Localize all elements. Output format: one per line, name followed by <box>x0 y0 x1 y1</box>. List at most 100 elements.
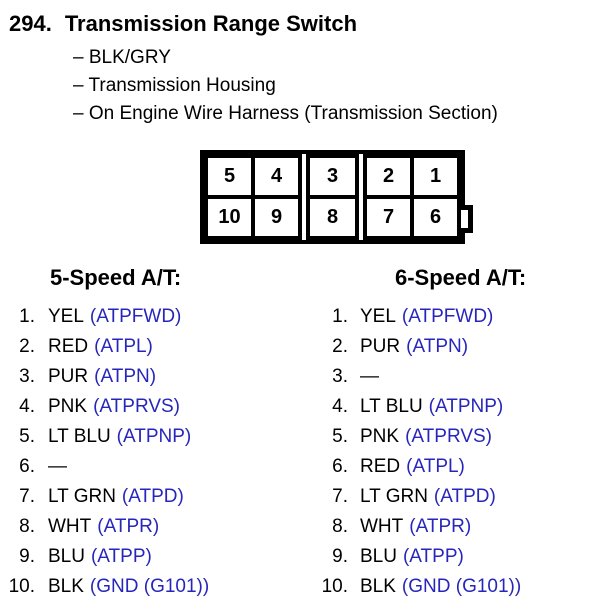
pin-number: 3. <box>19 366 35 387</box>
pin-number: 3. <box>332 366 348 387</box>
signal-name: (ATPN) <box>406 336 469 357</box>
pin-number: 8. <box>332 516 348 537</box>
pin-row: 5. PNK(ATPRVS) <box>303 422 606 452</box>
connector-pin-10: 10 <box>208 199 251 236</box>
pin-number: 10. <box>321 576 348 597</box>
pin-row: 6. RED(ATPL) <box>303 452 606 482</box>
wire-color: BLU <box>360 546 397 567</box>
heading-5-speed: 5-Speed A/T: <box>50 265 182 290</box>
wire-color: YEL <box>48 306 84 327</box>
connector-pin-4: 4 <box>255 158 298 195</box>
pin-number: 10. <box>8 576 35 597</box>
pin-list-6-speed: 1.YEL(ATPFWD) 2.PUR(ATPN) 3.— 4.LT BLU(A… <box>303 302 606 602</box>
pin-row: 9.BLU(ATPP) <box>0 542 303 572</box>
pin-row: 2.RED(ATPL) <box>0 332 303 362</box>
signal-name: (ATPL) <box>94 336 153 357</box>
connector-pin-7: 7 <box>367 199 410 236</box>
pin-number: 4. <box>332 396 348 417</box>
connector-key-tab <box>461 205 473 233</box>
pin-row: 3. — <box>303 362 606 392</box>
pin-number: 7. <box>19 486 35 507</box>
pin-row: 8. WHT(ATPR) <box>0 512 303 542</box>
signal-name: (ATPRVS) <box>405 426 492 447</box>
wire-color: LT BLU <box>48 426 111 447</box>
pin-lists: 1.YEL(ATPFWD) 2.RED(ATPL) 3.PUR(ATPN) 4.… <box>0 302 606 602</box>
signal-name: (ATPRVS) <box>93 396 180 417</box>
signal-name: (ATPFWD) <box>401 306 494 327</box>
connector-group-left: 5 4 10 9 <box>204 154 302 240</box>
bullet-list: – BLK/GRY – Transmission Housing – On En… <box>0 44 606 128</box>
signal-name: (ATPNP) <box>428 396 504 417</box>
wire-color: — <box>360 366 379 387</box>
heading-6-speed-wrap: 6-Speed A/T: <box>303 266 606 290</box>
pin-number: 1. <box>19 306 35 327</box>
pin-row: 10.BLK(GND (G101)) <box>303 572 606 602</box>
connector-pin-6: 6 <box>414 199 457 236</box>
wire-color: BLK <box>48 576 84 597</box>
wire-color: PUR <box>360 336 401 357</box>
bullet-harness: – On Engine Wire Harness (Transmission S… <box>73 103 498 124</box>
wire-color: — <box>48 456 67 477</box>
signal-name: (ATPD) <box>433 486 496 507</box>
item-number: 294. <box>9 11 52 36</box>
pin-number: 5. <box>332 426 348 447</box>
pin-number: 6. <box>19 456 35 477</box>
connector-pin-2: 2 <box>367 158 410 195</box>
pin-number: 5. <box>19 426 35 447</box>
wire-color: PNK <box>360 426 400 447</box>
pin-row: 7. LT GRN(ATPD) <box>303 482 606 512</box>
wire-color: PUR <box>48 366 89 387</box>
connector-pin-5: 5 <box>208 158 251 195</box>
connector-pin-3: 3 <box>310 158 355 195</box>
pin-number: 1. <box>332 306 348 327</box>
pin-row: 8.WHT(ATPR) <box>303 512 606 542</box>
signal-name: (ATPP) <box>402 546 464 567</box>
connector-pin-8: 8 <box>310 199 355 236</box>
pin-row: 9. BLU(ATPP) <box>303 542 606 572</box>
pin-list-5-speed: 1.YEL(ATPFWD) 2.RED(ATPL) 3.PUR(ATPN) 4.… <box>0 302 303 602</box>
page-title: Transmission Range Switch <box>64 11 358 36</box>
signal-name: (ATPD) <box>121 486 184 507</box>
wire-color: RED <box>48 336 89 357</box>
connector-diagram: 5 4 10 9 3 8 2 1 7 6 <box>200 150 473 244</box>
pin-row: 2.PUR(ATPN) <box>303 332 606 362</box>
pin-row: 5. LT BLU(ATPNP) <box>0 422 303 452</box>
pin-row: 1.YEL(ATPFWD) <box>0 302 303 332</box>
pin-row: 3. PUR(ATPN) <box>0 362 303 392</box>
wire-color: RED <box>360 456 401 477</box>
signal-name: (ATPR) <box>97 516 160 537</box>
pin-number: 4. <box>19 396 35 417</box>
pin-row: 7.LT GRN(ATPD) <box>0 482 303 512</box>
signal-name: (ATPNP) <box>116 426 192 447</box>
connector-pin-1: 1 <box>414 158 457 195</box>
signal-name: (ATPN) <box>94 366 157 387</box>
column-headings: 5-Speed A/T: 6-Speed A/T: <box>0 266 606 290</box>
bullet-wire-color: – BLK/GRY <box>73 47 171 68</box>
connector-pin-9: 9 <box>255 199 298 236</box>
wire-color: WHT <box>48 516 92 537</box>
pin-row: 4. LT BLU(ATPNP) <box>303 392 606 422</box>
bullet-location: – Transmission Housing <box>73 75 276 96</box>
wire-color: PNK <box>48 396 88 417</box>
wire-color: BLK <box>360 576 396 597</box>
pin-row: 1. YEL(ATPFWD) <box>303 302 606 332</box>
pin-number: 9. <box>19 546 35 567</box>
wire-color: LT GRN <box>360 486 428 507</box>
title-row: 294. Transmission Range Switch <box>0 12 606 36</box>
pin-number: 8. <box>19 516 35 537</box>
pin-number: 7. <box>332 486 348 507</box>
heading-5-speed-wrap: 5-Speed A/T: <box>0 266 303 290</box>
connector-group-middle: 3 8 <box>306 154 359 240</box>
signal-name: (ATPR) <box>409 516 472 537</box>
pin-number: 6. <box>332 456 348 477</box>
connector-group-right: 2 1 7 6 <box>363 154 461 240</box>
page-header: 294. Transmission Range Switch – BLK/GRY… <box>0 0 606 128</box>
pin-row: 10. BLK(GND (G101)) <box>0 572 303 602</box>
signal-name: (ATPL) <box>406 456 465 477</box>
signal-name: (ATPP) <box>90 546 152 567</box>
wire-color: LT BLU <box>360 396 423 417</box>
wire-color: YEL <box>360 306 396 327</box>
signal-name: (GND (G101)) <box>89 576 210 597</box>
pin-number: 9. <box>332 546 348 567</box>
pin-row: 6. — <box>0 452 303 482</box>
